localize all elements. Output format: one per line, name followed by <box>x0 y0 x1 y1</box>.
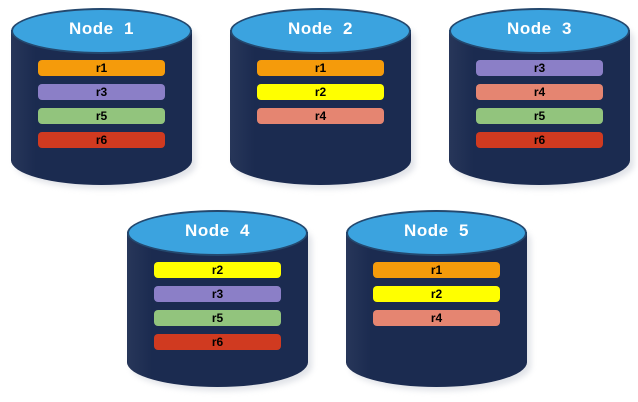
cylinder-body <box>230 30 411 185</box>
replica-bar-r3[interactable]: r3 <box>38 84 165 100</box>
cylinder-body <box>127 232 308 387</box>
replica-list: r2 r3 r5 r6 <box>127 262 308 350</box>
node-label: Node 5 <box>404 221 469 240</box>
cylinder-top-ellipse <box>449 8 630 54</box>
cylinder-top-ellipse <box>230 8 411 54</box>
replica-bar-r1[interactable]: r1 <box>38 60 165 76</box>
replica-list: r3 r4 r5 r6 <box>449 60 630 148</box>
node-label: Node 1 <box>69 19 134 38</box>
database-node-3[interactable]: Node 3 r3 r4 r5 r6 <box>449 8 634 189</box>
database-node-2[interactable]: Node 2 r1 r2 r4 <box>230 8 415 189</box>
database-node-1[interactable]: Node 1 r1 r3 r5 r6 <box>11 8 196 189</box>
replica-list: r1 r3 r5 r6 <box>11 60 192 148</box>
replica-bar-r4[interactable]: r4 <box>257 108 384 124</box>
cylinder-shape <box>11 8 196 189</box>
cylinder-top-ellipse <box>127 210 308 256</box>
replica-bar-r4[interactable]: r4 <box>373 310 500 326</box>
database-node-5[interactable]: Node 5 r1 r2 r4 <box>346 210 531 391</box>
cylinder-top-ellipse <box>346 210 527 256</box>
replica-bar-r6[interactable]: r6 <box>154 334 281 350</box>
replica-bar-r2[interactable]: r2 <box>373 286 500 302</box>
node-label: Node 2 <box>288 19 353 38</box>
node-label: Node 4 <box>185 221 250 240</box>
node-label: Node 3 <box>507 19 572 38</box>
replica-list: r1 r2 r4 <box>230 60 411 124</box>
replica-bar-r5[interactable]: r5 <box>38 108 165 124</box>
cylinder-top-ellipse <box>11 8 192 54</box>
replica-bar-r4[interactable]: r4 <box>476 84 603 100</box>
replica-bar-r5[interactable]: r5 <box>476 108 603 124</box>
replica-bar-r2[interactable]: r2 <box>154 262 281 278</box>
cylinder-body <box>11 30 192 185</box>
replica-bar-r5[interactable]: r5 <box>154 310 281 326</box>
database-node-4[interactable]: Node 4 r2 r3 r5 r6 <box>127 210 312 391</box>
replica-bar-r3[interactable]: r3 <box>476 60 603 76</box>
cylinder-shape <box>230 8 415 189</box>
replica-bar-r2[interactable]: r2 <box>257 84 384 100</box>
replica-bar-r1[interactable]: r1 <box>373 262 500 278</box>
cylinder-shape <box>127 210 312 391</box>
cylinder-shape <box>346 210 531 391</box>
replica-bar-r3[interactable]: r3 <box>154 286 281 302</box>
cylinder-shape <box>449 8 634 189</box>
replica-bar-r6[interactable]: r6 <box>476 132 603 148</box>
replica-list: r1 r2 r4 <box>346 262 527 326</box>
replica-bar-r6[interactable]: r6 <box>38 132 165 148</box>
cylinder-body <box>346 232 527 387</box>
replica-bar-r1[interactable]: r1 <box>257 60 384 76</box>
cylinder-body <box>449 30 630 185</box>
